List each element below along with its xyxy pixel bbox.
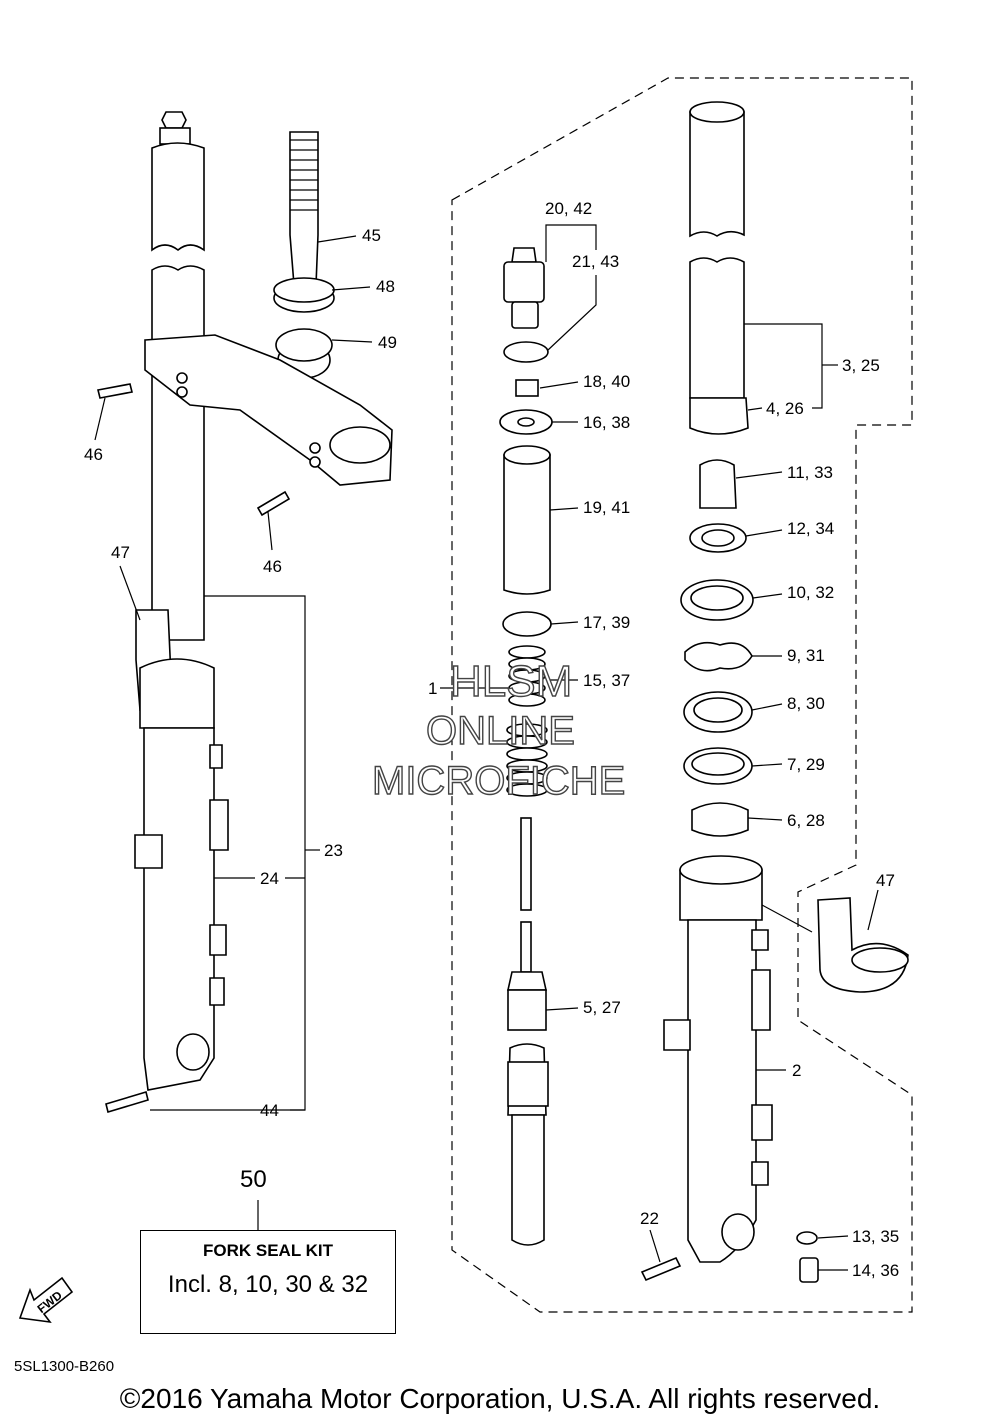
copyright: ©2016 Yamaha Motor Corporation, U.S.A. A… (119, 1383, 881, 1414)
callout-44: 44 (260, 1101, 279, 1120)
callout-13-35: 13, 35 (852, 1227, 899, 1246)
callout-3-25: 3, 25 (842, 356, 880, 375)
callout-4-26: 4, 26 (766, 399, 804, 418)
callout-46-left: 46 (84, 445, 103, 464)
callout-19-41: 19, 41 (583, 498, 630, 517)
watermark-line2: ONLINE (426, 709, 575, 753)
callout-11-33: 11, 33 (787, 463, 833, 482)
callout-6-28: 6, 28 (787, 811, 825, 830)
fwd-arrow-icon: FWD (18, 1276, 74, 1324)
callout-21-43: 21, 43 (572, 252, 619, 271)
callout-17-39: 17, 39 (583, 613, 630, 632)
watermark: HLSM ONLINE MICROFICHE (371, 656, 626, 803)
callout-12-34: 12, 34 (787, 519, 834, 538)
callout-24: 24 (260, 869, 279, 888)
callout-45: 45 (362, 226, 381, 245)
callout-15-37: 15, 37 (583, 671, 630, 690)
callout-1: 1 (428, 679, 437, 698)
callout-7-29: 7, 29 (787, 755, 825, 774)
callout-16-38: 16, 38 (583, 413, 630, 432)
callout-47-right: 47 (876, 871, 895, 890)
kit-title: FORK SEAL KIT (202, 1241, 334, 1260)
callout-23: 23 (324, 841, 343, 860)
callout-9-31: 9, 31 (787, 646, 825, 665)
callout-labels: 45 48 49 46 46 47 23 24 44 20, 42 21, 43… (84, 199, 899, 1280)
callout-14-36: 14, 36 (852, 1261, 899, 1280)
callout-5-27: 5, 27 (583, 998, 621, 1017)
watermark-line1: HLSM (450, 657, 572, 706)
diagram-code: 5SL1300-B260 (14, 1358, 115, 1375)
fork-seal-kit-box: FORK SEAL KIT Incl. 8, 10, 30 & 32 (140, 1230, 396, 1334)
callout-20-42: 20, 42 (545, 199, 592, 218)
callout-48: 48 (376, 277, 395, 296)
callout-47-left: 47 (111, 543, 130, 562)
callout-22: 22 (640, 1209, 659, 1228)
callout-10-32: 10, 32 (787, 583, 834, 602)
callout-46-right: 46 (263, 557, 282, 576)
leader-lines (94, 224, 879, 1271)
kit-includes: Incl. 8, 10, 30 & 32 (167, 1271, 369, 1298)
assembly-boundary (451, 77, 913, 1313)
watermark-line3: MICROFICHE (372, 759, 625, 803)
callout-49: 49 (378, 333, 397, 352)
callout-8-30: 8, 30 (787, 694, 825, 713)
internal-parts (499, 247, 682, 1282)
right-fork-assembly (663, 101, 909, 1283)
callout-18-40: 18, 40 (583, 372, 630, 391)
kit-number: 50 (240, 1166, 267, 1193)
left-fork-assembly (97, 111, 393, 1114)
callout-2: 2 (792, 1061, 801, 1080)
